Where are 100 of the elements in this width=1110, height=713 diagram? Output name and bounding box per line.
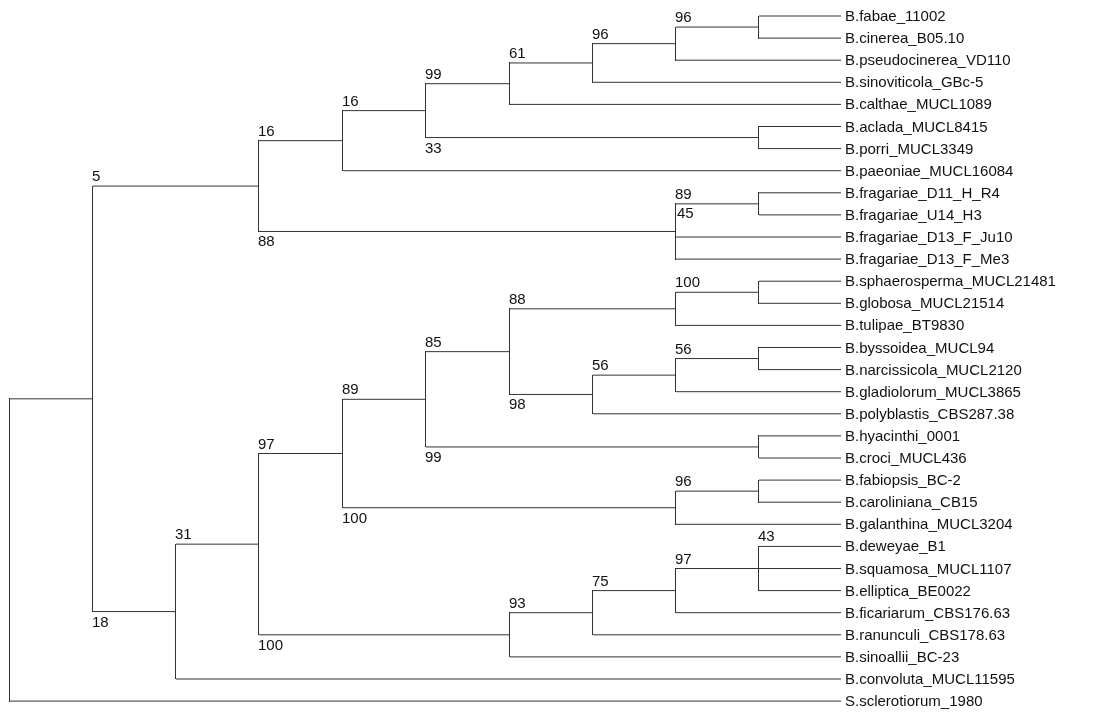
branch-line xyxy=(758,457,842,459)
branch-line xyxy=(258,140,343,142)
bootstrap-value: 88 xyxy=(509,289,526,308)
branch-line xyxy=(509,393,593,395)
taxon-label: B.squamosa_MUCL1107 xyxy=(841,559,1012,578)
branch-line xyxy=(509,656,842,658)
bootstrap-value: 56 xyxy=(675,339,692,358)
branch-line xyxy=(592,590,676,592)
bootstrap-value: 100 xyxy=(675,273,701,292)
branch-line xyxy=(592,634,842,636)
branch-line xyxy=(592,81,842,83)
taxon-label: S.sclerotiorum_1980 xyxy=(841,692,983,711)
bootstrap-value: 43 xyxy=(758,527,775,546)
taxon-label: B.fabiopsis_BC-2 xyxy=(841,471,961,490)
taxon-label: B.narcissicola_MUCL2120 xyxy=(841,360,1022,379)
branch-line xyxy=(425,446,759,448)
branch-line xyxy=(758,214,842,216)
taxon-label: B.hyacinthi_0001 xyxy=(841,426,961,445)
taxon-label: B.aclada_MUCL8415 xyxy=(841,117,988,136)
taxon-label: B.tulipae_BT9830 xyxy=(841,316,965,335)
branch-line xyxy=(675,203,759,205)
bootstrap-value: 33 xyxy=(425,138,442,157)
branch-line xyxy=(758,280,842,282)
taxon-label: B.fragariae_D13_F_Ju10 xyxy=(841,228,1013,246)
branch-line xyxy=(758,479,842,481)
bootstrap-value: 16 xyxy=(258,121,275,140)
bootstrap-value: 45 xyxy=(677,204,694,222)
branch-line xyxy=(758,501,842,503)
bootstrap-value: 89 xyxy=(675,184,692,203)
branch-line xyxy=(258,231,676,232)
taxon-label: B.galanthina_MUCL3204 xyxy=(841,515,1013,534)
branch-line xyxy=(758,37,842,39)
taxon-label: B.fragariae_D11_H_R4 xyxy=(841,183,1000,202)
taxon-label: B.byssoidea_MUCL94 xyxy=(841,338,995,357)
bootstrap-value: 98 xyxy=(509,395,526,414)
branch-line xyxy=(758,435,842,437)
taxon-label: B.croci_MUCL436 xyxy=(841,449,967,467)
bootstrap-value: 88 xyxy=(258,232,275,251)
taxon-label: B.fragariae_U14_H3 xyxy=(841,205,982,224)
branch-line xyxy=(675,358,759,360)
taxon-label: B.convoluta_MUCL11595 xyxy=(841,670,1015,688)
bootstrap-value: 97 xyxy=(675,549,692,568)
branch-line xyxy=(675,258,842,260)
taxon-label: B.gladiolorum_MUCL3865 xyxy=(841,382,1021,401)
branch-line xyxy=(425,351,510,353)
taxon-label: B.globosa_MUCL21514 xyxy=(841,294,1005,313)
branch-line xyxy=(342,170,842,172)
branch-line xyxy=(675,568,759,569)
branch-line xyxy=(675,324,842,326)
taxon-label: B.sinoviticola_GBc-5 xyxy=(841,73,984,92)
taxon-label: B.ranunculi_CBS178.63 xyxy=(841,625,1006,644)
bootstrap-value: 16 xyxy=(342,91,359,110)
branch-line xyxy=(675,59,842,61)
branch-line xyxy=(342,507,676,509)
taxon-label: B.polyblastis_CBS287.38 xyxy=(841,404,1015,423)
branch-line xyxy=(675,490,759,492)
branch-line xyxy=(758,126,842,127)
taxon-label: B.caroliniana_CB15 xyxy=(841,493,978,512)
bootstrap-value: 5 xyxy=(92,167,101,186)
branch-line xyxy=(258,453,343,454)
bootstrap-value: 75 xyxy=(592,571,609,590)
branch-line xyxy=(509,103,842,105)
bootstrap-value: 99 xyxy=(425,64,442,83)
branch-line xyxy=(258,634,510,636)
bootstrap-value: 18 xyxy=(92,612,109,631)
taxon-label: B.cinerea_B05.10 xyxy=(841,29,965,48)
bootstrap-value: 96 xyxy=(675,8,692,27)
branch-line xyxy=(592,43,676,45)
branch-line xyxy=(758,148,842,150)
branch-line xyxy=(758,545,842,547)
taxon-label: B.ficariarum_CBS176.63 xyxy=(841,603,1011,622)
branch-line xyxy=(758,192,842,194)
branch-line xyxy=(9,398,93,400)
taxon-label: B.elliptica_BE0022 xyxy=(841,581,971,600)
branch-line xyxy=(758,15,842,17)
bootstrap-value: 97 xyxy=(258,434,275,453)
branch-line xyxy=(425,137,759,139)
bootstrap-value: 56 xyxy=(592,356,609,375)
bootstrap-value: 93 xyxy=(509,593,526,612)
branch-line xyxy=(758,302,842,304)
branch-line xyxy=(342,110,426,112)
taxon-label: B.paeoniae_MUCL16084 xyxy=(841,161,1014,180)
branch-line xyxy=(675,236,842,238)
branch-line xyxy=(509,62,593,64)
branch-line xyxy=(675,391,842,393)
branch-line xyxy=(342,398,426,400)
taxon-label: B.pseudocinerea_VD110 xyxy=(841,51,1011,70)
branch-line xyxy=(675,291,759,293)
bootstrap-value: 99 xyxy=(425,447,442,466)
branch-line xyxy=(675,523,842,525)
branch-line xyxy=(758,347,842,348)
branch-line xyxy=(509,612,593,614)
bootstrap-value: 100 xyxy=(258,635,284,654)
branch-line xyxy=(758,590,842,592)
branch-line xyxy=(9,700,842,702)
branch-line xyxy=(675,612,842,614)
bootstrap-value: 96 xyxy=(592,24,609,43)
taxon-label: B.fragariae_D13_F_Me3 xyxy=(841,250,1010,269)
branch-line xyxy=(92,185,259,187)
branch-line xyxy=(175,678,842,680)
